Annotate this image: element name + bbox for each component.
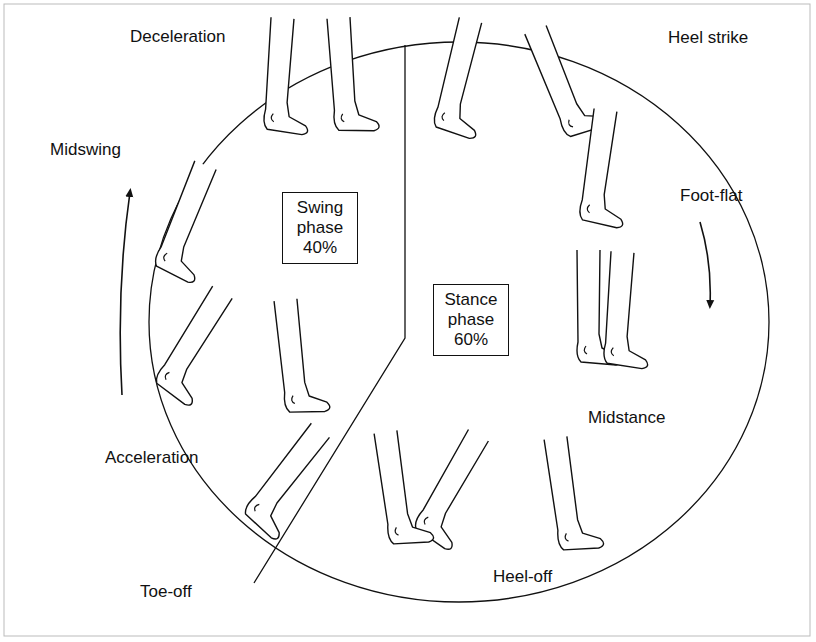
- leg: [274, 297, 330, 416]
- phase-text: Stance phase 60%: [441, 290, 501, 350]
- leg: [578, 108, 638, 228]
- leg: [432, 17, 503, 139]
- phase-label: Toe-off: [140, 582, 192, 602]
- leg: [152, 286, 251, 407]
- phase-label: Deceleration: [130, 27, 225, 47]
- phase-label: Midswing: [50, 140, 121, 160]
- leg: [327, 16, 379, 134]
- phase-label: Acceleration: [105, 448, 199, 468]
- phase-box: Swing phase 40%: [282, 192, 358, 264]
- leg: [241, 423, 347, 541]
- phase-label: Foot-flat: [680, 186, 742, 206]
- leg: [374, 427, 434, 547]
- leg: [152, 161, 236, 284]
- frame: [4, 4, 810, 636]
- phase-box: Stance phase 60%: [433, 284, 509, 356]
- phase-label: Midstance: [588, 408, 665, 428]
- direction-arrow: [120, 192, 130, 395]
- phase-label: Heel strike: [668, 28, 748, 48]
- phase-text: Swing phase 40%: [290, 198, 350, 258]
- direction-arrow: [700, 222, 710, 305]
- leg: [263, 17, 315, 135]
- leg: [544, 433, 604, 553]
- phase-label: Heel-off: [493, 567, 552, 587]
- leg: [603, 251, 655, 369]
